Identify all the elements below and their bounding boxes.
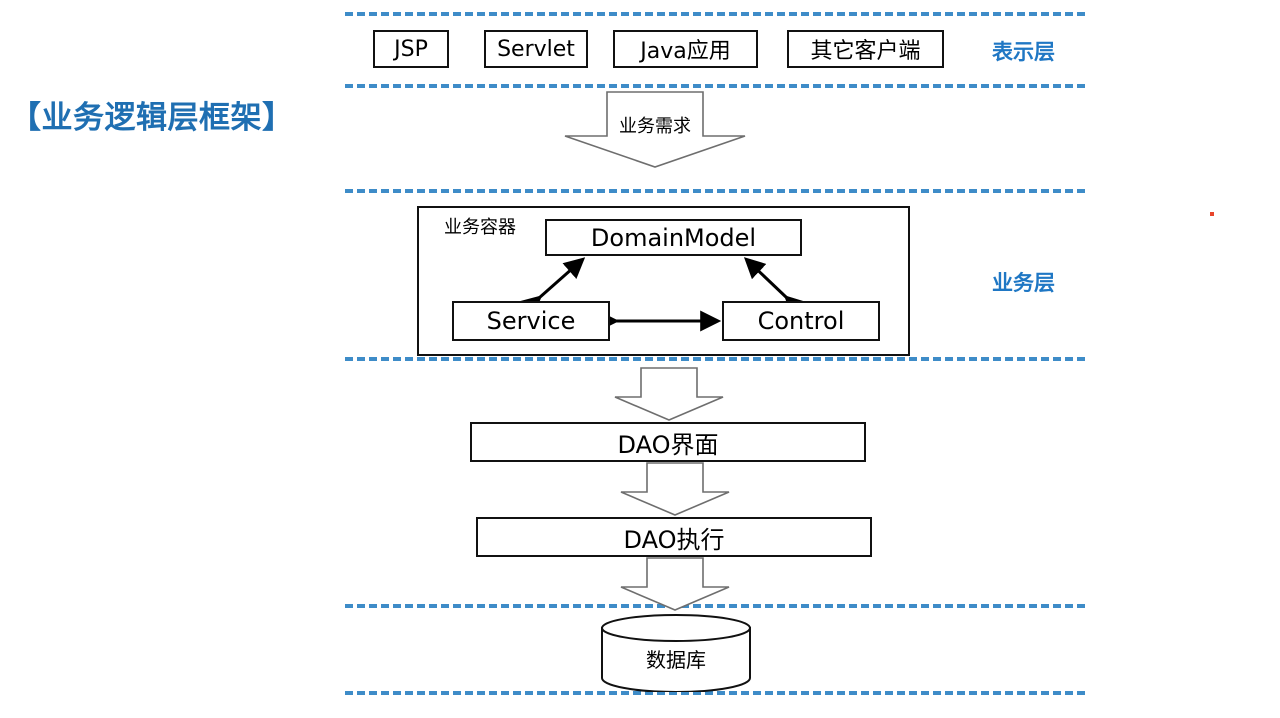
artifact-dot [1210,212,1214,216]
database-cylinder[interactable] [600,614,752,692]
page-title: 【业务逻辑层框架】 [10,100,294,136]
database-label: 数据库 [646,648,706,672]
node-other-client[interactable]: 其它客户端 [787,30,944,68]
layer-divider-bottom [345,691,1085,695]
layer-divider-business-top [345,189,1085,193]
block-arrow-to-database [620,557,730,611]
layer-divider-presentation-bottom [345,84,1085,88]
layer-divider-business-bottom [345,357,1085,361]
node-control[interactable]: Control [722,301,880,341]
block-arrow-business-requirement-label: 业务需求 [619,116,691,137]
node-dao-exec[interactable]: DAO执行 [476,517,872,557]
layer-divider-persistence-top [345,604,1085,608]
node-java-app[interactable]: Java应用 [613,30,758,68]
layer-label-business: 业务层 [992,271,1055,295]
node-jsp[interactable]: JSP [373,30,449,68]
node-service[interactable]: Service [452,301,610,341]
node-domain-model[interactable]: DomainModel [545,219,802,256]
layer-divider-top [345,12,1085,16]
connector-service-domainmodel [519,257,807,332]
business-container-label: 业务容器 [444,217,516,238]
block-arrow-to-dao-interface [614,367,724,421]
node-dao-interface[interactable]: DAO界面 [470,422,866,462]
block-arrow-to-dao-exec [620,462,730,516]
layer-label-presentation: 表示层 [992,40,1055,64]
node-servlet[interactable]: Servlet [484,30,588,68]
block-arrow-business-requirement [564,91,746,168]
